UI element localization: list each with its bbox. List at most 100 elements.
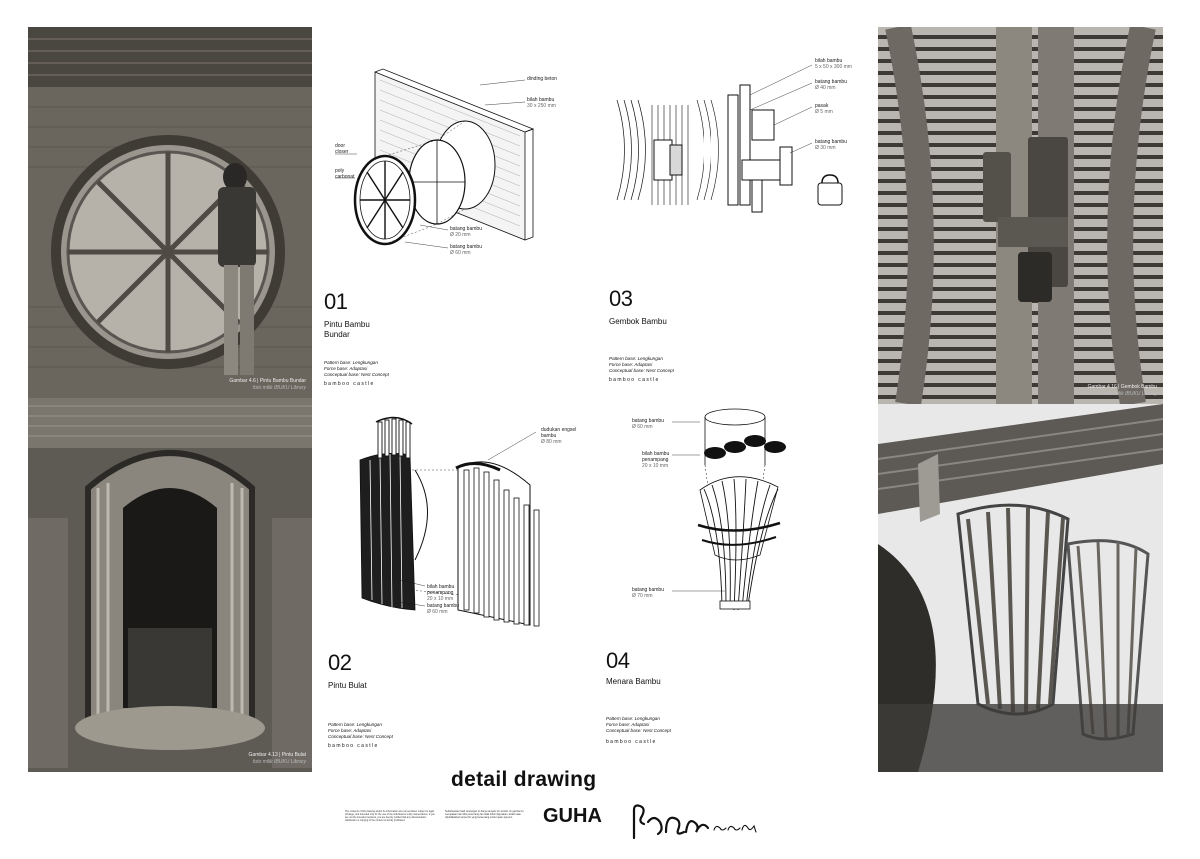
detail-03-meta: Pattern base: Lengkungan Force base: Ada…: [609, 356, 674, 374]
callout-label: door closer: [335, 143, 349, 155]
photo-round-bamboo-door: Gambar 4.6 | Pintu Bambu Bundar foto mil…: [28, 27, 312, 398]
round-door-exploded-axonometric: [335, 68, 535, 249]
callout-label: dudukan engsel bambu: [541, 427, 577, 439]
callout-sub: 20 x 10 mm: [642, 463, 669, 469]
detail-03-drawing: [612, 55, 872, 225]
pattern-base: Pattern base: Lengkungan: [328, 722, 382, 727]
detail-02-brand: bamboo castle: [328, 743, 379, 749]
detail-04-drawing: [690, 405, 810, 615]
callout-label: bilah bambu: [815, 58, 843, 64]
caption-text: Gambar 4.13 | Pintu Bulat: [248, 752, 306, 758]
callout-label: batang bambu: [450, 226, 482, 232]
callout-sub: Ø 20 mm: [450, 232, 471, 238]
callout-01-4: poly carbonat: [335, 168, 354, 180]
round-door-hinge-axonometric: [359, 416, 540, 627]
photo-round-entrance: Gambar 4.13 | Pintu Bulat foto milik IBU…: [28, 398, 312, 772]
photo-bamboo-tower: [878, 404, 1163, 772]
conceptual-base: Conceptual base: Nest Concept: [609, 368, 674, 373]
callout-sub: 30 x 250 mm: [527, 103, 556, 109]
conceptual-base: Conceptual base: Nest Concept: [606, 728, 671, 733]
detail-02-drawing: [340, 410, 600, 635]
photo-caption: Gambar 4.16 | Gembok Bambu foto milik IB…: [1088, 384, 1157, 398]
fine-print-left: The contents of this drawing and/or its …: [345, 810, 435, 822]
caption-credit: foto milik IBUKU Library: [252, 385, 306, 391]
pattern-base: Pattern base: Lengkungan: [606, 716, 660, 721]
callout-01-3: door closer: [335, 143, 348, 155]
force-base: Force base: Adaptasi: [324, 366, 368, 371]
callout-label: poly carbonat: [335, 168, 355, 180]
detail-01-title: Pintu Bambu Bundar: [324, 320, 370, 339]
callout-label: batang bambu: [632, 418, 664, 424]
detail-03-number: 03: [609, 286, 633, 311]
fine-print-right: Sebarluaskan hasil rancangan ini hanya d…: [445, 810, 524, 819]
callout-label: pasak: [815, 103, 829, 109]
detail-03-brand: bamboo castle: [609, 377, 660, 383]
caption-text: Gambar 4.6 | Pintu Bambu Bundar: [229, 378, 306, 384]
caption-text: Gambar 4.16 | Gembok Bambu: [1087, 384, 1157, 390]
caption-credit: foto milik IBUKU Library: [1103, 391, 1157, 397]
detail-02-number: 02: [328, 650, 352, 675]
pattern-base: Pattern base: Lengkungan: [324, 360, 378, 365]
photo-caption: Gambar 4.6 | Pintu Bambu Bundar foto mil…: [229, 378, 306, 392]
callout-label: batang bambu: [450, 244, 482, 250]
callout-sub: Ø 60 mm: [427, 609, 448, 615]
conceptual-base: Conceptual base: Nest Concept: [324, 372, 389, 377]
lock-illustration: [878, 27, 1163, 404]
callout-label: dinding beton: [527, 76, 558, 82]
footer-team-name: GUHA: [543, 805, 602, 827]
detail-04-number: 04: [606, 648, 630, 673]
callout-sub: 20 x 10 mm: [427, 596, 454, 602]
footer-script-logo: [630, 800, 765, 847]
callout-label: batang bambu: [632, 587, 664, 593]
callout-label: batang bambu: [815, 139, 847, 145]
callout-sub: Ø 30 mm: [815, 145, 836, 151]
bamboo-tower-exploded-axonometric: [697, 408, 786, 611]
callout-label: batang bambu: [427, 603, 459, 609]
bamboo-lock-exploded-axonometric: [616, 64, 843, 213]
detail-01-meta: Pattern base: Lengkungan Force base: Ada…: [324, 360, 389, 378]
detail-04-title: Menara Bambu: [606, 677, 661, 686]
force-base: Force base: Adaptasi: [328, 728, 372, 733]
round-door-illustration: [28, 27, 312, 398]
callout-01-1: dinding beton: [527, 76, 557, 82]
detail-01-number: 01: [324, 289, 348, 314]
detail-04-leaders: [672, 421, 725, 592]
detail-02-meta: Pattern base: Lengkungan Force base: Ada…: [328, 722, 393, 740]
tower-illustration: [878, 404, 1163, 772]
callout-label: batang bambu: [815, 79, 847, 85]
detail-01-brand: bamboo castle: [324, 381, 375, 387]
callout-sub: Ø 5 mm: [815, 109, 833, 115]
conceptual-base: Conceptual base: Nest Concept: [328, 734, 393, 739]
detail-01-drawing: [325, 50, 590, 265]
callout-sub: Ø 40 mm: [815, 85, 836, 91]
callout-sub: Ø 60 mm: [632, 424, 653, 430]
callout-sub: Ø 70 mm: [632, 593, 653, 599]
callout-label: bilah bambu penampang: [427, 584, 455, 596]
detail-03-title: Gembok Bambu: [609, 317, 667, 326]
detail-02-title: Pintu Bulat: [328, 681, 367, 690]
callout-sub: Ø 80 mm: [541, 439, 562, 445]
photo-caption: Gambar 4.13 | Pintu Bulat foto milik IBU…: [249, 752, 306, 766]
caption-credit: foto milik IBUKU Library: [252, 759, 306, 765]
pattern-base: Pattern base: Lengkungan: [609, 356, 663, 361]
footer-title: detail drawing: [451, 768, 597, 791]
entrance-illustration: [28, 398, 312, 772]
detail-04-brand: bamboo castle: [606, 739, 657, 745]
callout-label: bilah bambu penampang: [642, 451, 670, 463]
callout-sub: Ø 60 mm: [450, 250, 471, 256]
photo-bamboo-lock: Gambar 4.16 | Gembok Bambu foto milik IB…: [878, 27, 1163, 404]
callout-label: bilah bambu: [527, 97, 555, 103]
callout-sub: 5 x 50 x 300 mm: [815, 64, 852, 70]
